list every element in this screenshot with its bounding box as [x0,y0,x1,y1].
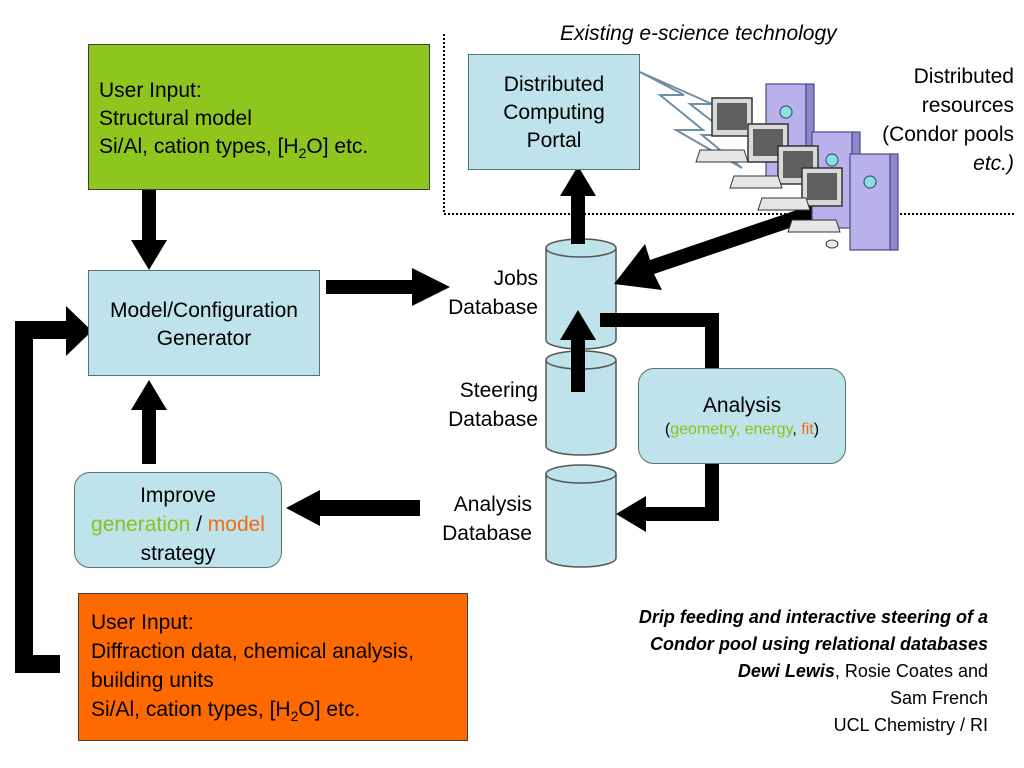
connectors [600,313,719,521]
arrow-head-analysis-to-analysisdb [616,496,646,532]
arrow-head-generator-to-jobs [412,268,450,306]
user-input-bottom-line-1: User Input: [91,611,194,634]
jobs-database-cylinder [545,238,617,350]
steering-database-cylinder [545,350,617,456]
jobs-database-label: Jobs Database [448,264,538,322]
portal-line-3: Portal [526,129,582,152]
credits-author-line-2: Sam French [889,688,988,708]
resources-line-3: (Condor pools [882,123,1014,146]
arrow-head-feedback-to-generator [66,306,92,356]
distributed-computing-portal-box: Distributed Computing Portal [468,54,640,170]
arrow-shaft-input-to-generator [142,190,156,240]
improve-line-1: Improve [140,484,216,507]
resources-line-1: Distributed [913,65,1014,88]
user-input-structural-box: User Input: Structural model Si/Al, cati… [88,44,430,190]
credits-author-line-1: Dewi Lewis, Rosie Coates and [737,661,988,681]
analysis-db-line-2: Database [442,522,532,545]
steering-db-line-2: Database [448,408,538,431]
arrow-shaft-jobs-to-portal [571,196,585,244]
user-input-diffraction-box: User Input: Diffraction data, chemical a… [78,593,468,741]
user-input-top-line-3: Si/Al, cation types, [H2O] etc. [99,135,369,162]
arrow-shaft-improve-to-generator [142,410,156,464]
generator-line-1: Model/Configuration [110,299,298,322]
analysis-db-line-1: Analysis [453,493,532,516]
arrow-shaft-generator-to-jobs [326,280,412,294]
arrow-head-steering-to-jobs [560,310,596,340]
improve-strategy-box: Improve generation / model strategy [74,472,282,568]
existing-tech-label: Existing e-science technology [560,22,837,45]
analysis-database-label: Analysis Database [442,490,532,548]
arrow-head-improve-to-generator [131,380,167,410]
distributed-resources-label: Distributed resources (Condor pools etc.… [882,62,1014,178]
user-input-bottom-line-4: Si/Al, cation types, [H2O] etc. [91,698,361,725]
resources-line-4: etc.) [973,152,1014,175]
user-input-top-line-1: User Input: [99,79,202,102]
connector-feedback-loop [15,321,66,673]
credits-title-line-2: Condor pool using relational databases [649,634,988,654]
arrow-head-analysisdb-to-improve [286,490,320,526]
arrow-shaft-steering-to-jobs [571,340,585,392]
arrow-head-jobs-to-portal [560,166,596,196]
portal-line-2: Computing [503,101,605,124]
portal-line-1: Distributed [503,73,605,96]
resources-line-2: resources [921,94,1014,117]
credits-affiliation: UCL Chemistry / RI [833,715,988,735]
user-input-top-line-2: Structural model [99,107,252,130]
arrows [131,166,843,532]
analysis-box: Analysis (geometry, energy, fit) [638,368,846,464]
arrow-shaft-analysisdb-to-improve [320,500,420,516]
jobs-db-line-1: Jobs [493,267,538,290]
analysis-subtitle: (geometry, energy, fit) [664,421,820,438]
credits-block: Drip feeding and interactive steering of… [639,604,988,739]
jobs-db-line-2: Database [448,296,538,319]
steering-database-label: Steering Database [448,376,538,434]
credits-title-line-1: Drip feeding and interactive steering of… [638,607,988,627]
user-input-bottom-line-3: building units [91,669,214,692]
connector-jobs-to-analysis [600,313,719,368]
computer-cluster-icon [695,83,899,251]
improve-line-3: strategy [140,542,216,565]
arrow-computers-to-jobs [614,196,843,290]
improve-line-2: generation / model [91,513,265,536]
analysis-title: Analysis [702,394,782,417]
model-configuration-generator-box: Model/Configuration Generator [88,270,320,376]
user-input-bottom-line-2: Diffraction data, chemical analysis, [91,640,414,663]
lightning-callout [639,71,743,169]
generator-line-2: Generator [156,327,252,350]
steering-db-line-1: Steering [459,379,538,402]
connector-analysis-to-analysisdb [646,464,719,521]
analysis-database-cylinder [545,464,617,568]
arrow-head-input-to-generator [131,240,167,270]
